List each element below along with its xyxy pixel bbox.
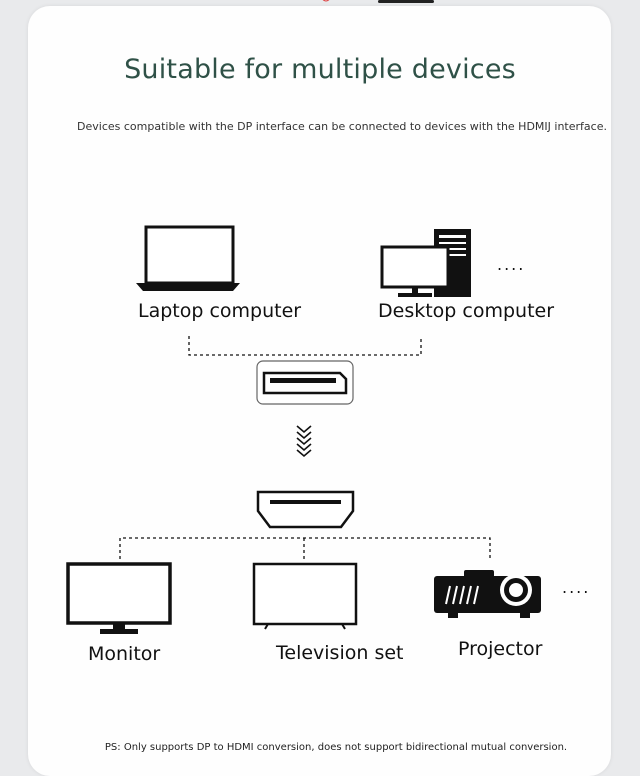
- monitor-icon: [66, 562, 172, 634]
- chevron-down-arrows-icon: [296, 425, 312, 458]
- displayport-icon: [256, 360, 354, 405]
- page-subtitle: Devices compatible with the DP interface…: [77, 120, 607, 133]
- more-targets-ellipsis: ....: [562, 578, 591, 597]
- tv-label: Television set: [276, 642, 404, 664]
- desktop-label: Desktop computer: [378, 300, 555, 322]
- top-edge-bar: [378, 0, 434, 3]
- dp-connector-line: [188, 336, 422, 356]
- television-icon: [252, 562, 358, 630]
- top-edge-mark: [322, 0, 330, 2]
- hdmi-connector-line: [119, 537, 491, 559]
- footnote: PS: Only supports DP to HDMI conversion,…: [104, 742, 568, 753]
- laptop-icon: [136, 225, 240, 291]
- monitor-label: Monitor: [88, 643, 161, 665]
- page-title: Suitable for multiple devices: [124, 54, 516, 85]
- laptop-label: Laptop computer: [138, 300, 302, 322]
- projector-icon: [434, 570, 541, 618]
- desktop-computer-icon: [380, 229, 471, 297]
- hdmi-port-icon: [256, 490, 355, 529]
- more-sources-ellipsis: ....: [497, 255, 526, 274]
- projector-label: Projector: [458, 638, 543, 660]
